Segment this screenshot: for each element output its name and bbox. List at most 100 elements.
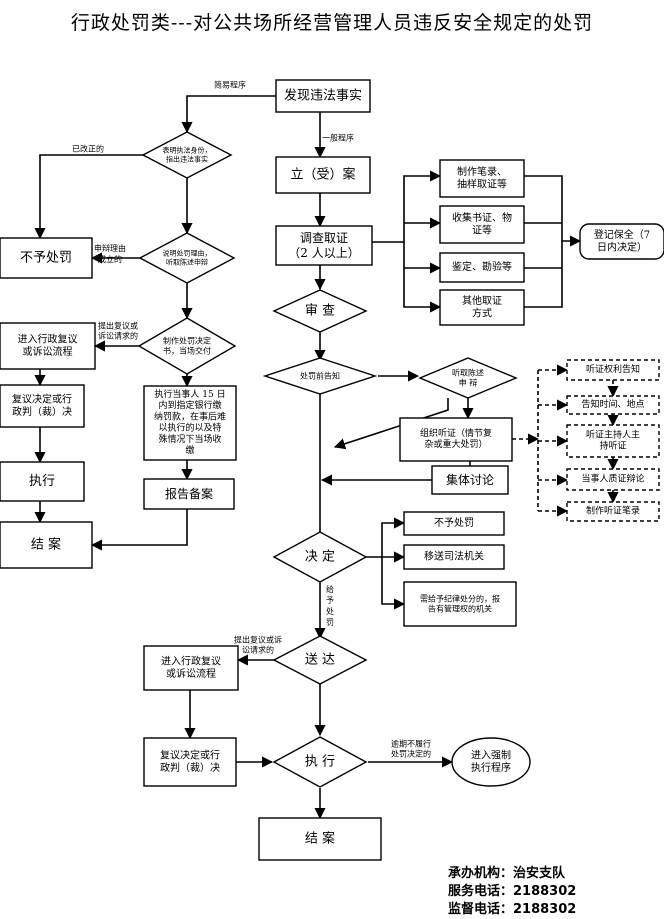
evidence-1-box-label-line-1: 制作笔录、 (457, 165, 507, 178)
investigate-box (275, 225, 373, 266)
hearing-box-label-line-2: 杂或重大处罚） (424, 438, 487, 450)
review-diamond-label: 审 查 (305, 304, 335, 319)
file-case-box (275, 156, 371, 194)
label-simple-procedure: 简易程序 (214, 80, 246, 90)
collective-box-label: 集体讨论 (446, 472, 494, 487)
evidence-2-box (439, 205, 525, 244)
preserve-box-label-line-1: 登记保全（7 (594, 228, 650, 241)
evidence-2-box-label-line-1: 收集书证、物 (452, 211, 512, 224)
pay-instructions-box-label-line-3: 纳罚款，在事后难 (154, 410, 226, 422)
decision-left-diamond-label-line-2: 书，当场交付 (163, 346, 211, 356)
hearing-step-5-box (566, 501, 660, 522)
pay-instructions-box-label-line-6: 缴 (185, 444, 194, 456)
preserve-box (579, 223, 664, 260)
explain-diamond-label-line-2: 听取陈述申辩 (166, 257, 208, 266)
label-reason-valid-line-1: 申辩理由 (94, 243, 126, 253)
investigate-box-label-line-2: （2 人以上） (288, 246, 359, 260)
pay-instructions-box-label-line-5: 殊情况下当场收 (158, 433, 221, 445)
page-title: 行政处罚类---对公共场所经营管理人员违反安全规定的处罚 (70, 12, 594, 34)
decide-diamond-label: 决 定 (305, 550, 335, 565)
execute-main-diamond-label: 执 行 (305, 755, 335, 770)
no-penalty-left-box-label: 不予处罚 (20, 251, 72, 266)
file-case-box-label: 立（受）案 (290, 168, 355, 183)
edge-evidence-1-to-preserve (524, 175, 582, 247)
execute-left-box-label: 执行 (29, 474, 55, 489)
review-result-2-box-label-line-1: 复议决定或行 (160, 748, 220, 761)
hearing-step-2-box (566, 395, 660, 415)
review-result-1-box-label-line-2: 政判（裁）决 (12, 405, 72, 418)
discover-box-label: 发现违法事实 (284, 88, 362, 104)
explain-diamond-label-line-1: 说明处罚理由， (163, 249, 212, 258)
close-main-box (258, 817, 382, 861)
hearing-box-label-line-1: 组织听证（情节复 (420, 427, 492, 439)
explain-diamond (138, 232, 236, 284)
hearing-step-3-box-label-line-2: 持听证 (599, 440, 626, 452)
edge-evidence-4-to-preserve (524, 241, 563, 308)
force-exec-oval (451, 737, 531, 787)
review-result-2-box-label-line-2: 政判（裁）决 (160, 761, 220, 774)
outcome-transfer-box (403, 544, 505, 570)
hearing-step-1-box (566, 359, 660, 381)
close-left-box-label: 结 案 (31, 538, 61, 553)
execute-left-box (0, 461, 85, 502)
hearing-step-5-box-label: 制作听证笔录 (586, 505, 640, 517)
evidence-4-box (439, 289, 525, 326)
label-overdue-line-1: 逾期不履行 (391, 739, 431, 749)
outcome-discipline-box-label-line-1: 需给予纪律处分的，报 (420, 594, 500, 604)
hearing-step-2-box-label: 告知时间、地点 (581, 398, 644, 410)
edge-hear-to-main (333, 398, 449, 450)
outcome-no-penalty-box-label: 不予处罚 (434, 517, 474, 529)
review-result-2-box (143, 737, 237, 787)
label-general-procedure: 一般程序 (322, 133, 354, 143)
footer-supervise-phone: 监督电话：2188302 (448, 902, 577, 917)
evidence-1-box-label-line-2: 抽样取证等 (457, 177, 507, 190)
hearing-step-3-box (566, 424, 660, 458)
footer-service-phone: 服务电话：2188302 (448, 884, 577, 899)
simple-check-diamond (141, 131, 233, 179)
preserve-box-label-line-2: 日内决定） (597, 240, 647, 253)
edge-decide-to-discipline (381, 557, 406, 610)
simple-check-diamond-label-line-1: 表明执法身份， (163, 146, 212, 155)
notify-before-diamond (262, 357, 378, 395)
edge-discover-to-simple-check (181, 95, 276, 134)
hear-statement-diamond (418, 357, 518, 399)
admin-review-1-box-label-line-1: 进入行政复议 (18, 332, 78, 345)
notify-before-diamond-label: 处罚前告知 (300, 371, 340, 381)
hearing-step-3-box-label-line-1: 听证主持人主 (586, 428, 640, 440)
hearing-step-4-box (566, 468, 660, 491)
decide-diamond (272, 531, 368, 583)
admin-review-2-box-label-line-1: 进入行政复议 (161, 654, 221, 667)
edge-investigate-to-evidence-1 (372, 170, 442, 243)
label-give-penalty-line-2: 予 (326, 596, 334, 605)
label-apply-review-2-line-2: 讼请求的 (242, 645, 274, 655)
edge-report-to-close-left (90, 509, 188, 551)
outcome-no-penalty-box (403, 511, 505, 536)
edge-investigate-to-evidence-3 (403, 242, 442, 274)
execute-main-diamond (272, 736, 368, 788)
outcome-discipline-box-label-line-2: 告有管理权的机关 (428, 604, 492, 614)
edge-simple-check-to-no-penalty (34, 154, 144, 240)
edge-investigate-to-evidence-4 (403, 268, 442, 313)
decision-left-diamond (137, 317, 237, 375)
deliver-diamond-label: 送 达 (305, 653, 335, 668)
outcome-discipline-box (403, 581, 517, 627)
label-reason-valid-line-2: 成立的 (98, 254, 122, 264)
evidence-3-box (439, 252, 525, 283)
admin-review-2-box (143, 645, 239, 691)
decision-left-diamond-label-line-1: 制作处罚决定 (163, 336, 211, 346)
report-file-box (143, 478, 235, 510)
close-left-box (0, 521, 93, 569)
evidence-4-box-label-line-2: 方式 (472, 306, 492, 319)
footer-org: 承办机构：治安支队 (448, 866, 566, 881)
report-file-box-label: 报告备案 (165, 486, 213, 501)
evidence-2-box-label-line-2: 证等 (472, 223, 492, 236)
review-diamond (272, 289, 368, 333)
force-exec-oval-label-line-1: 进入强制 (471, 748, 511, 761)
admin-review-1-box-label-line-2: 或诉讼流程 (23, 345, 73, 358)
hear-statement-diamond-label-line-1: 听取陈述 (452, 368, 484, 378)
edge-decide-to-no-penalty (366, 517, 406, 558)
label-apply-review-2-line-1: 提出复议或诉 (234, 635, 282, 645)
label-apply-review-1-line-1: 提出复议或 (98, 321, 138, 331)
label-apply-review-1-line-2: 诉讼请求的 (98, 331, 138, 341)
